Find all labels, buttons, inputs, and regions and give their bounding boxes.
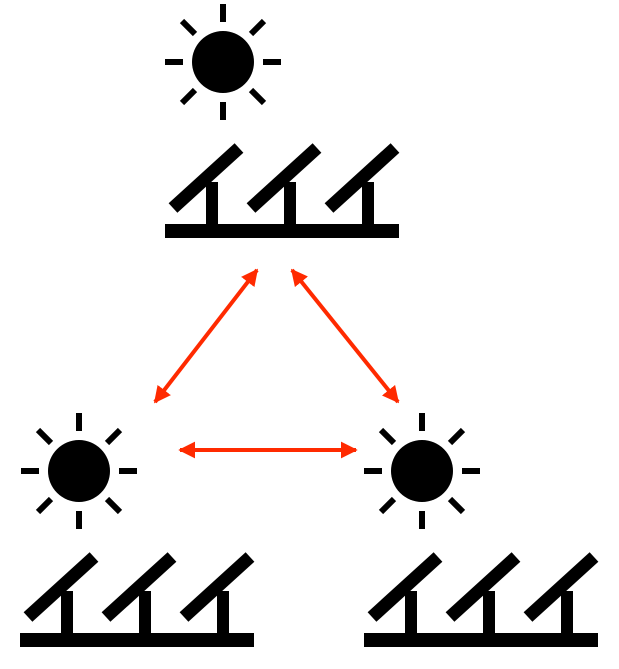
- sun-icon: [21, 413, 137, 529]
- solar-panel-array-icon: [20, 552, 255, 647]
- node-bottom-right: [364, 413, 599, 647]
- arrow-top-to-bottom-right: [290, 268, 400, 404]
- solar-panel-array-icon: [165, 143, 400, 238]
- solar-panel-array-icon: [364, 552, 599, 647]
- sun-icon: [165, 4, 281, 120]
- node-top: [165, 4, 400, 238]
- sun-icon: [364, 413, 480, 529]
- node-bottom-left: [20, 413, 255, 647]
- arrow-top-to-bottom-left: [153, 268, 259, 404]
